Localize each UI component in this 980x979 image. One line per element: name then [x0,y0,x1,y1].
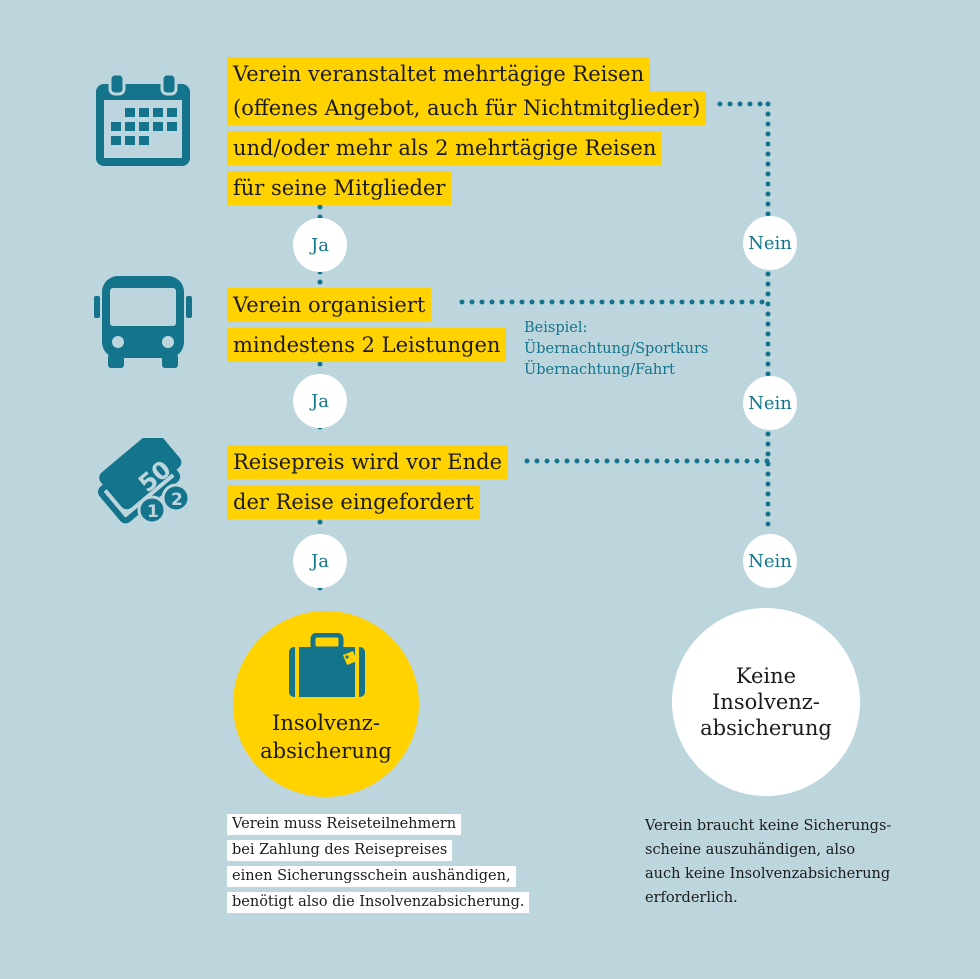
result-no-line: Insolvenz- [712,690,820,714]
step1-line: Verein veranstaltet mehrtägige Reisen [227,57,651,91]
example-line: Übernachtung/Fahrt [524,362,675,378]
suitcase-icon [289,633,365,697]
note-line: scheine auszuhändigen, also [645,842,856,858]
result-no-note: Verein braucht keine Sicherungs- scheine… [645,814,905,910]
note-line: einen Sicherungsschein aushändigen, [227,866,516,887]
money-icon: 50 1 2 [98,438,191,525]
step2-line: Verein organisiert [227,288,432,322]
step1-line: und/oder mehr als 2 mehrtägige Reisen [227,131,663,165]
answer-no-3: Nein [743,534,797,588]
note-line: benötigt also die Insolvenzabsicherung. [227,892,530,913]
note-line: Verein muss Reiseteilnehmern [227,814,462,835]
bus-icon [94,276,192,368]
result-no-line: Keine [735,664,797,688]
calendar-icon [96,72,190,166]
answer-yes-3: Ja [293,534,347,588]
svg-text:1: 1 [147,502,159,522]
step1-question: Verein veranstaltet mehrtägige Reisen (o… [227,57,707,213]
step1-line: (offenes Angebot, auch für Nichtmitglied… [227,91,707,125]
step2-example: Beispiel: Übernachtung/Sportkurs Übernac… [524,318,708,381]
answer-yes-1: Ja [293,218,347,272]
step3-line: der Reise eingefordert [227,485,480,519]
example-line: Übernachtung/Sportkurs [524,341,709,357]
step2-line: mindestens 2 Leistungen [227,328,507,362]
result-no-line: absicherung [700,716,832,740]
answer-no-1: Nein [743,216,797,270]
step3-line: Reisepreis wird vor Ende [227,445,509,479]
note-line: erforderlich. [645,890,738,906]
result-yes-line: Insolvenz- [272,711,380,735]
answer-yes-2: Ja [293,374,347,428]
note-line: Verein braucht keine Sicherungs- [645,818,892,834]
svg-text:2: 2 [171,490,183,510]
result-yes-line: absicherung [260,739,392,763]
note-line: auch keine Insolvenzabsicherung [645,866,891,882]
step2-question: Verein organisiert mindestens 2 Leistung… [227,288,507,370]
result-insolvenzabsicherung: Insolvenz- absicherung [233,611,419,797]
result-yes-note: Verein muss Reiseteilnehmern bei Zahlung… [227,814,530,918]
step1-line: für seine Mitglieder [227,171,452,205]
step3-question: Reisepreis wird vor Ende der Reise einge… [227,445,509,527]
answer-no-2: Nein [743,376,797,430]
result-keine-insolvenzabsicherung: Keine Insolvenz- absicherung [672,608,860,796]
note-line: bei Zahlung des Reisepreises [227,840,453,861]
example-line: Beispiel: [524,320,588,336]
